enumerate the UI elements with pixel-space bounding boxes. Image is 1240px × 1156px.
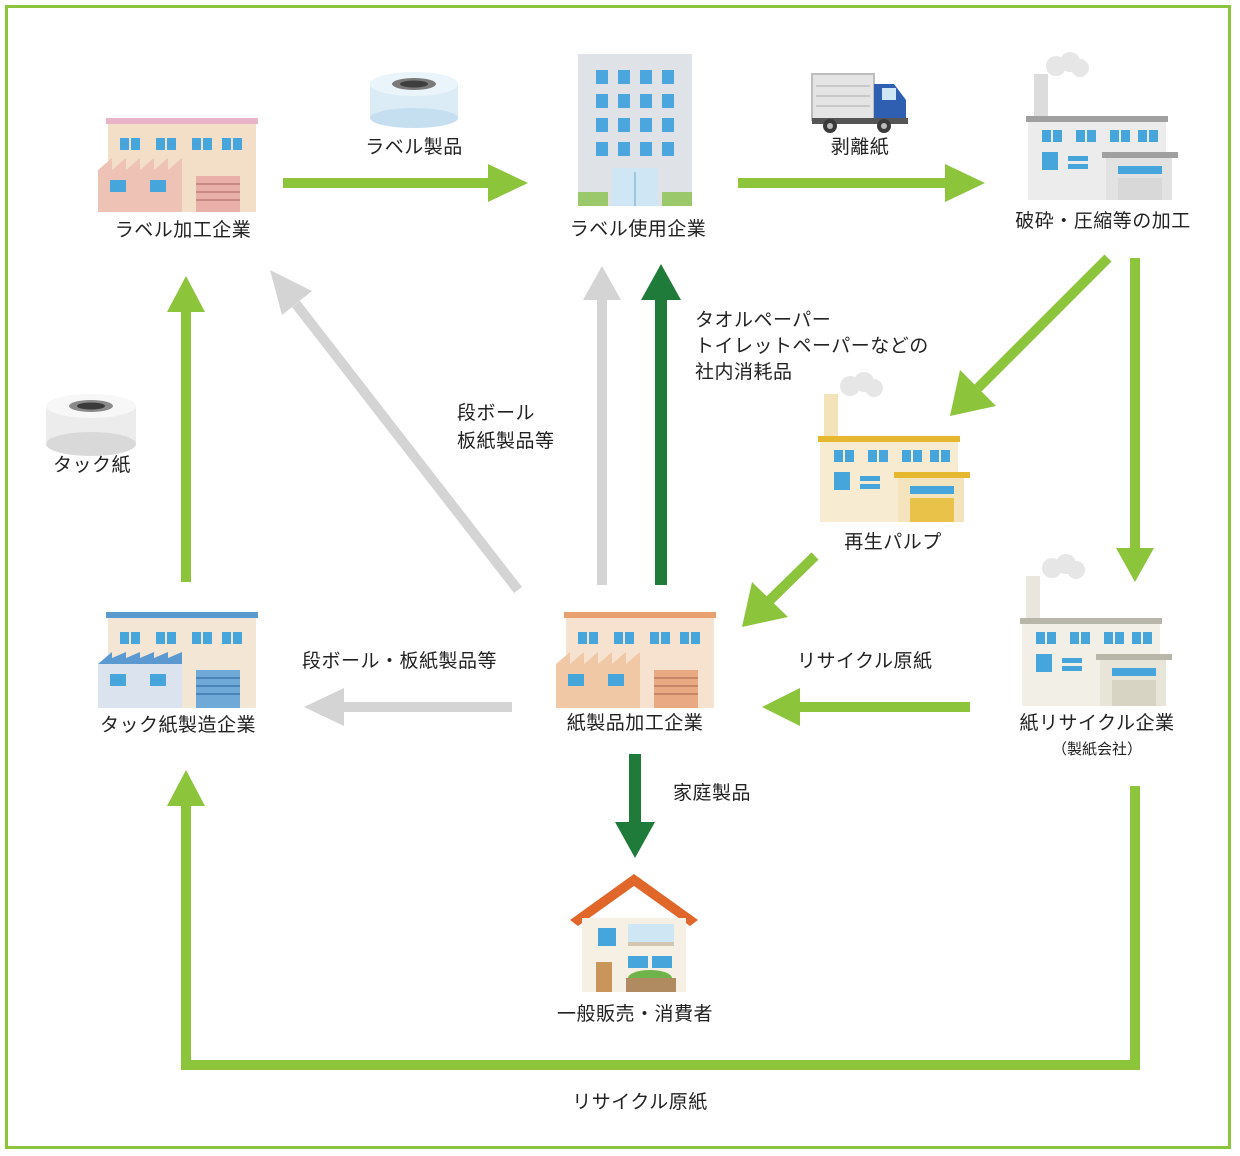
tack-roll-icon [46,394,136,456]
node-consumer: 一般販売・消費者 [556,1003,714,1025]
edge-cardboard-a-line1: 段ボール [457,402,536,424]
arrow-crushing-to-recycler [1116,258,1154,582]
office-building-icon [578,54,692,206]
node-label-converter: ラベル加工企業 [114,219,252,241]
node-paper-recycler: 紙リサイクル企業 [1019,712,1175,734]
node-recycled-pulp: 再生パルプ [844,531,942,553]
arrow-recycled-base-bottom [167,770,1140,1070]
factory-icon [556,612,716,708]
edge-cardboard-a: 段ボール 板紙製品等 [457,400,555,454]
edge-household: 家庭製品 [673,782,752,804]
edge-towel-line1: タオルペーパー [695,309,832,331]
node-label-user: ラベル使用企業 [569,218,707,240]
house-icon [570,874,698,992]
arrow-cardboard-to-label-user [583,266,621,585]
arrow-tack-to-label-converter [167,276,205,582]
arrow-release-paper [738,164,985,202]
node-paper-processor: 紙製品加工企業 [566,712,704,734]
arrow-cardboard-to-label-converter [270,270,522,594]
node-tack-maker: タック紙製造企業 [99,714,257,736]
edge-cardboard-a-line2: 板紙製品等 [457,430,555,452]
truck-icon [811,73,908,133]
edge-release-paper: 剥離紙 [830,136,890,158]
edge-cardboard-b: 段ボール・板紙製品等 [302,650,498,672]
arrow-recycled-base-right [762,688,970,726]
smokestack-factory-icon [1026,52,1178,200]
arrow-crushing-to-pulp [950,254,1112,416]
smokestack-factory-icon [1020,554,1172,706]
arrow-cardboard-to-tack [304,688,512,726]
arrow-label-products [283,164,528,202]
edge-towel-paper: タオルペーパー トイレットペーパーなどの 社内消耗品 [695,307,929,385]
factory-icon [98,118,258,212]
arrow-pulp-to-processor [742,552,819,627]
label-roll-icon [370,72,458,128]
edge-recycled-base-right: リサイクル原紙 [797,650,933,672]
edge-towel-line2: トイレットペーパーなどの [695,335,929,357]
edge-towel-line3: 社内消耗品 [695,361,793,383]
edge-label-products: ラベル製品 [365,136,463,158]
node-paper-recycler-sub: （製紙会社） [1051,740,1143,758]
edge-tack-paper: タック紙 [52,454,132,476]
smokestack-factory-icon [818,372,970,522]
arrow-household [615,754,655,858]
node-crushing: 破砕・圧縮等の加工 [1015,210,1191,232]
arrow-towel-paper [641,264,681,585]
edge-recycled-base-bottom: リサイクル原紙 [572,1091,708,1113]
diagram-frame [5,5,1231,1149]
factory-icon [98,612,258,708]
